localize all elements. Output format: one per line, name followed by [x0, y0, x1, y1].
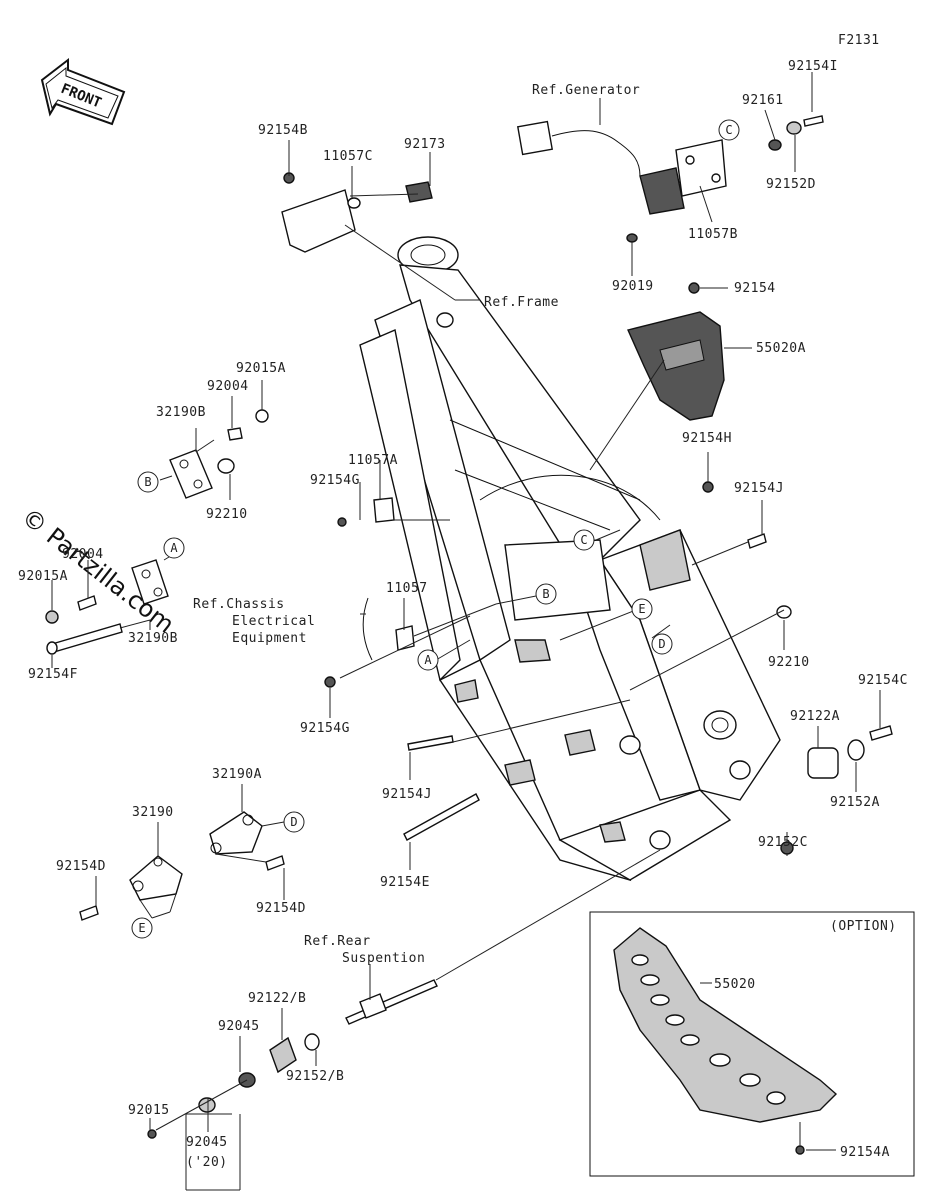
bolt-92154J-center [407, 735, 454, 751]
part-label-92015: 92015 [128, 1103, 170, 1118]
part-label-55020: 55020 [714, 977, 756, 992]
upper-bracket-drawing [281, 172, 433, 253]
bracket-32190A [209, 811, 285, 871]
part-label-92045-bottom: 92045 [186, 1135, 228, 1150]
part-label-92015A-left: 92015A [18, 569, 68, 584]
part-label-32190A: 32190A [212, 767, 262, 782]
svg-text:C: C [725, 123, 732, 137]
callout-A-frame: A [417, 649, 439, 671]
frame-drawing [359, 236, 781, 882]
generator-drawing [516, 115, 824, 243]
option-label: (OPTION) [830, 919, 897, 934]
svg-text:C: C [580, 533, 587, 547]
svg-text:E: E [638, 602, 645, 616]
part-label-92154F: 92154F [28, 667, 78, 682]
callout-E-frame: E [631, 598, 653, 620]
part-label-92154J-right: 92154J [734, 481, 784, 496]
callout-E-bracket: E [131, 917, 153, 939]
part-label-92154H: 92154H [682, 431, 732, 446]
svg-text:D: D [290, 815, 297, 829]
part-label-92154G-bottom: 92154G [300, 721, 350, 736]
part-label-92154J-center: 92154J [382, 787, 432, 802]
ref-chassis-label-1: Ref.Chassis [193, 597, 285, 612]
part-label-92173: 92173 [404, 137, 446, 152]
part-label-92004-top: 92004 [207, 379, 249, 394]
svg-text:D: D [658, 637, 665, 651]
part-label-92154D-left: 92154D [56, 859, 106, 874]
part-label-11057A: 11057A [348, 453, 398, 468]
part-label-92154D-center: 92154D [256, 901, 306, 916]
part-label-92004-left: 92004 [62, 547, 104, 562]
part-label-11057B: 11057B [688, 227, 738, 242]
bracket-32190 [79, 855, 183, 921]
part-label-92152C: 92152C [758, 835, 808, 850]
part-label-92154B: 92154B [258, 123, 308, 138]
part-label-92152A: 92152A [830, 795, 880, 810]
callout-B-frame: B [535, 583, 557, 605]
ref-frame-label: Ref.Frame [484, 295, 559, 310]
ref-rear-label-2: Suspention [342, 951, 425, 966]
wire-clamp [362, 597, 373, 661]
part-label-92152D: 92152D [766, 177, 816, 192]
part-label-11057: 11057 [386, 581, 428, 596]
svg-text:A: A [170, 541, 178, 555]
part-label-92154: 92154 [734, 281, 776, 296]
part-label-92210-right: 92210 [768, 655, 810, 670]
part-label-92154C: 92154C [858, 673, 908, 688]
svg-text:A: A [424, 653, 432, 667]
option-box [589, 911, 915, 1177]
callout-C-top: C [718, 119, 740, 141]
callout-A-upper: A [163, 537, 185, 559]
front-arrow-icon: FRONT [40, 57, 126, 126]
part-label-92122B: 92122/B [248, 991, 306, 1006]
part-label-32190B-left: 32190B [128, 631, 178, 646]
callout-C-frame: C [573, 529, 595, 551]
ref-rear-label-1: Ref.Rear [304, 934, 371, 949]
part-label-92152B: 92152/B [286, 1069, 344, 1084]
ref-chassis-label-3: Equipment [232, 631, 307, 646]
part-label-92154I: 92154I [788, 59, 838, 74]
svg-text:B: B [542, 587, 549, 601]
skid-plate-55020 [613, 927, 838, 1155]
svg-text:B: B [144, 475, 151, 489]
leader-lines [51, 72, 881, 1191]
part-label-11057C: 11057C [323, 149, 373, 164]
part-label-92019: 92019 [612, 279, 654, 294]
part-label-92045-top: 92045 [218, 1019, 260, 1034]
callout-D-bracket: D [283, 811, 305, 833]
part-label-20: ('20) [186, 1155, 228, 1170]
figure-id: F2131 [838, 33, 880, 48]
part-label-92210-left: 92210 [206, 507, 248, 522]
part-label-92154G-top: 92154G [310, 473, 360, 488]
pivot-shaft-assembly [147, 979, 438, 1139]
bolt-92154E [403, 793, 480, 841]
callout-D-frame: D [651, 633, 673, 655]
part-label-32190: 32190 [132, 805, 174, 820]
part-label-32190B-top: 32190B [156, 405, 206, 420]
part-label-55020A: 55020A [756, 341, 806, 356]
part-label-92154A: 92154A [840, 1145, 890, 1160]
ref-chassis-label-2: Electrical [232, 614, 315, 629]
mount-32190B-upper [169, 409, 269, 499]
mount-32190B-lower [45, 559, 169, 655]
part-label-92161: 92161 [742, 93, 784, 108]
bolt-92154 [688, 282, 700, 294]
ref-generator-label: Ref.Generator [532, 83, 640, 98]
part-label-92015A-top: 92015A [236, 361, 286, 376]
callout-B-left: B [137, 471, 159, 493]
part-label-92122A: 92122A [790, 709, 840, 724]
svg-text:E: E [138, 921, 145, 935]
part-label-92154E: 92154E [380, 875, 430, 890]
